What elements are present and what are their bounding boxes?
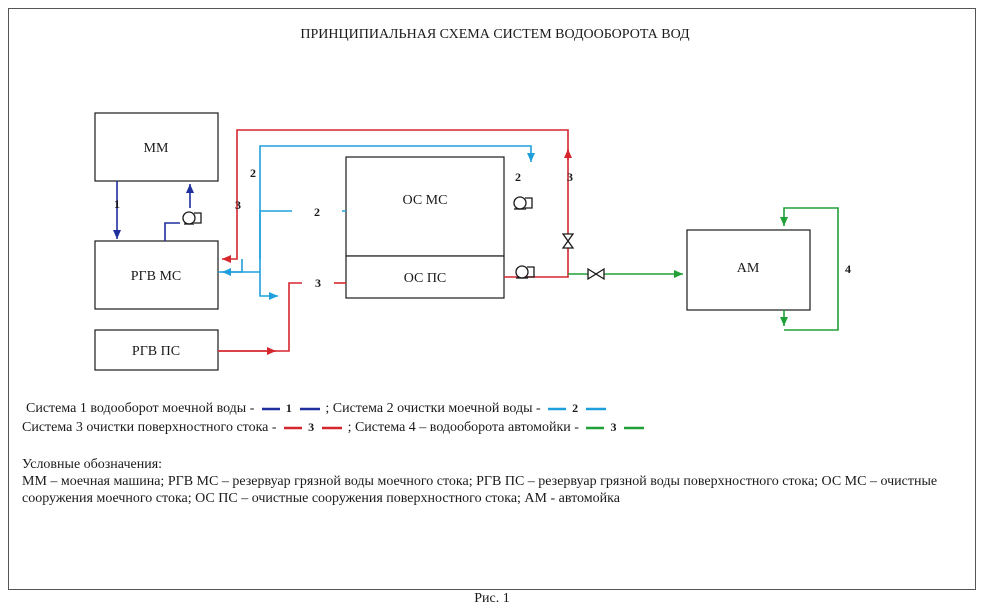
legend-s3-text: Система 3 очистки поверхностного стока -	[22, 420, 281, 435]
box-rgv-ps: РГВ ПС	[94, 329, 219, 371]
line-system2-to-rgv	[259, 210, 346, 300]
legend-row-2: Система 3 очистки поверхностного стока -…	[22, 420, 654, 436]
figure-frame	[8, 8, 976, 590]
notes-block: Условные обозначения: ММ – моечная машин…	[22, 456, 967, 507]
box-os-ms: ОС МС	[345, 156, 505, 257]
legend-s1-num: 1	[285, 401, 292, 415]
legend-s1-text: Система 1 водооборот моечной воды -	[26, 401, 258, 416]
label-line-2b: 2	[250, 166, 256, 180]
label-line-2c: 2	[515, 170, 521, 184]
legend-s3-key	[284, 426, 343, 430]
pump-icon	[513, 196, 533, 210]
legend-s4-key	[586, 426, 645, 430]
line-system2-return	[259, 145, 535, 259]
label-line-3a: 3	[235, 198, 241, 212]
legend-s3-num: 3	[308, 420, 315, 434]
line-system3-return	[222, 129, 569, 278]
box-am: АМ	[686, 229, 811, 311]
box-am-label: АМ	[737, 261, 760, 276]
box-os-ps-label: ОС ПС	[404, 271, 447, 286]
label-line-4: 4	[845, 262, 851, 276]
line-system2-out	[218, 259, 243, 273]
box-rgv-ms: РГВ МС	[94, 240, 219, 310]
label-line-2a: 2	[314, 205, 320, 219]
notes-text: ММ – моечная машина; РГВ МС – резервуар …	[22, 474, 938, 506]
box-rgv-ms-label: РГВ МС	[131, 269, 182, 284]
legend-s2-key	[548, 407, 607, 411]
gap-mask-2	[292, 203, 342, 219]
legend-s4-num: 3	[610, 420, 617, 434]
box-mm-label: ММ	[144, 141, 169, 156]
figure-caption: Рис. 1	[474, 591, 510, 606]
box-mm: ММ	[94, 112, 219, 182]
diagram-title: ПРИНЦИПИАЛЬНАЯ СХЕМА СИСТЕМ ВОДООБОРОТА …	[300, 27, 690, 42]
label-line-3b: 3	[315, 276, 321, 290]
box-rgv-ps-label: РГВ ПС	[132, 344, 180, 359]
legend-s4-text: ; Система 4 – водооборота автомойки -	[347, 420, 583, 435]
box-os-ms-label: ОС МС	[403, 193, 448, 208]
box-os-ps: ОС ПС	[345, 255, 505, 299]
pump-icon	[182, 211, 202, 225]
line-system4-loop-in	[780, 207, 839, 331]
line-system1-to-pump	[164, 222, 180, 241]
legend-row-1: Система 1 водооборот моечной воды - 1 ; …	[26, 401, 616, 417]
notes-heading: Условные обозначения:	[22, 457, 163, 472]
legend-s1-key	[261, 407, 320, 411]
valve-icon	[587, 267, 605, 281]
label-line-1: 1	[114, 197, 120, 211]
legend-s2-num: 2	[572, 401, 579, 415]
legend-s2-text: ; Система 2 очистки моечной воды -	[325, 401, 545, 416]
valve-icon	[561, 233, 575, 249]
pump-icon	[515, 265, 535, 279]
label-line-3c: 3	[567, 170, 573, 184]
